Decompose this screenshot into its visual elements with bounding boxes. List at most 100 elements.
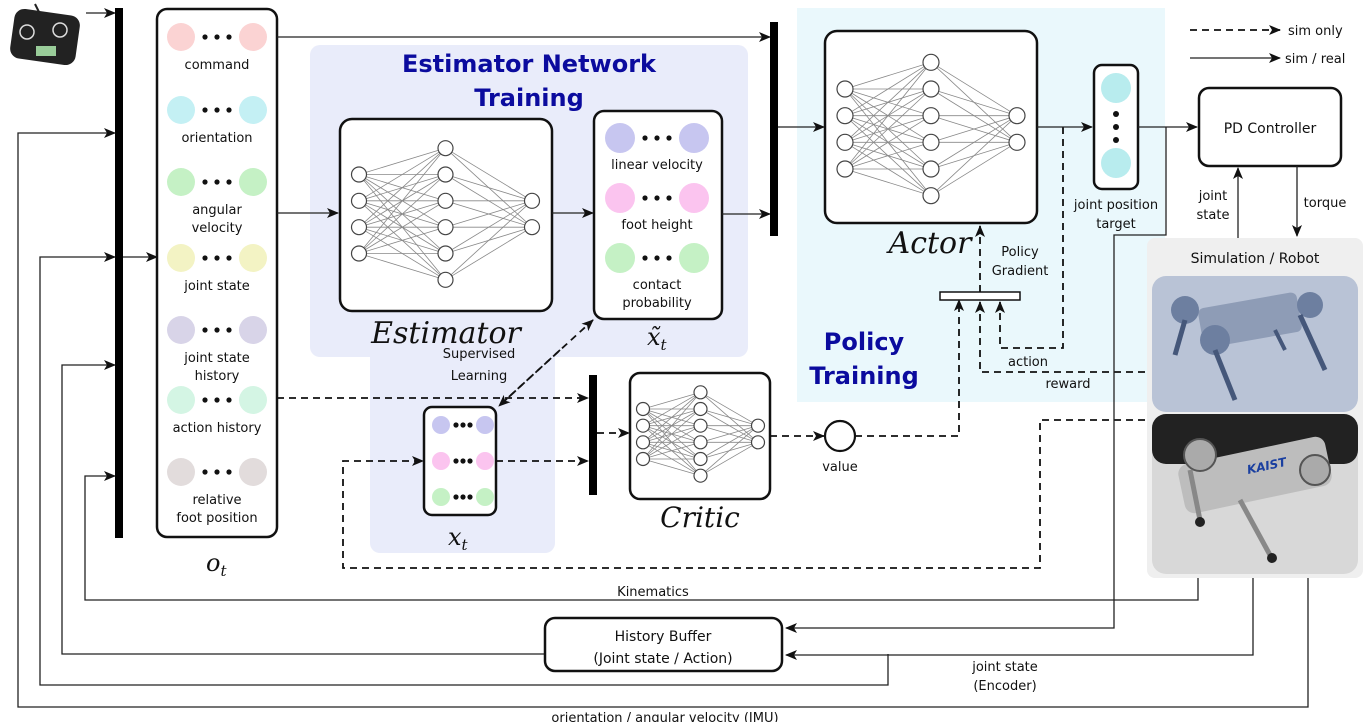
nn-edge	[642, 391, 701, 410]
policy-section-title-2: Training	[809, 362, 919, 390]
obs-1-node	[167, 96, 195, 124]
supervised-label-2: Learning	[451, 369, 507, 384]
nn-edge	[642, 441, 701, 460]
nn-edge	[844, 61, 932, 117]
robot-to-history-line	[785, 578, 1254, 660]
nn-edge	[844, 62, 932, 170]
nn-edge	[358, 226, 446, 254]
ellipsis-dot	[642, 195, 648, 201]
value-label: value	[822, 460, 858, 475]
ellipsis-dot	[202, 327, 208, 333]
legend-solid-label: sim / real	[1285, 52, 1345, 67]
value-node	[823, 419, 857, 453]
nn-node	[693, 468, 708, 483]
policy-gradient-label-1: Policy	[1001, 245, 1039, 260]
target-label-2: target	[1096, 217, 1136, 232]
obs-6-node	[167, 458, 195, 486]
nn-edge	[358, 253, 446, 281]
encoder-label-1: joint state	[971, 660, 1038, 675]
gt-1-node	[476, 452, 494, 470]
remote-controller-icon	[10, 3, 80, 66]
nn-node	[693, 385, 708, 400]
kinematics-label: Kinematics	[617, 585, 689, 600]
ellipsis-dot	[202, 255, 208, 261]
action-to-history-line	[785, 127, 1167, 633]
nn-node	[922, 133, 940, 151]
nn-edge	[844, 61, 932, 90]
ellipsis-dot	[226, 327, 232, 333]
obs-2-node	[167, 168, 195, 196]
ellipsis-dot	[214, 179, 220, 185]
ellipsis-dot	[214, 107, 220, 113]
encoder-label-2: (Encoder)	[973, 679, 1036, 694]
ellipsis-dot	[202, 397, 208, 403]
pd-controller-box	[1197, 86, 1343, 168]
nn-edge	[445, 200, 533, 281]
estimator-network-box	[338, 117, 554, 313]
ellipsis-dot	[214, 327, 220, 333]
ellipsis-dot	[642, 255, 648, 261]
nn-node	[1008, 107, 1026, 125]
supervised-label-1: Supervised	[443, 347, 515, 362]
nn-node	[523, 192, 541, 209]
torque-label: torque	[1304, 196, 1347, 211]
joint-state-label-1: joint	[1198, 189, 1228, 204]
nn-edge	[700, 408, 759, 427]
ellipsis-dot	[642, 135, 648, 141]
nn-edge	[642, 392, 701, 443]
reward-line	[975, 301, 1145, 373]
nn-edge	[358, 200, 446, 254]
gt-2-node	[432, 488, 450, 506]
ellipsis-dot	[666, 195, 672, 201]
ellipsis-dot	[460, 494, 466, 500]
ellipsis-dot	[226, 469, 232, 475]
nn-edge	[358, 174, 446, 254]
ellipsis-dot	[654, 195, 660, 201]
nn-node	[350, 245, 368, 262]
nn-node	[635, 451, 651, 467]
nn-node	[693, 451, 708, 467]
nn-edge	[358, 147, 446, 254]
history-buffer-box	[543, 616, 784, 673]
actor-network-graph	[836, 53, 1026, 205]
nn-node	[437, 140, 454, 157]
nn-edge	[445, 147, 533, 202]
nn-node	[693, 418, 708, 433]
nn-edge	[700, 391, 759, 427]
nn-edge	[930, 115, 1018, 170]
obs-6-node	[239, 458, 267, 486]
obs-label-3: joint state	[183, 279, 250, 294]
nn-edge	[445, 174, 533, 202]
nn-node	[635, 435, 651, 450]
ellipsis-dot	[214, 255, 220, 261]
nn-node	[922, 53, 940, 71]
critic-label: Critic	[660, 501, 740, 534]
nn-node	[350, 166, 368, 183]
nn-node	[350, 192, 368, 209]
ellipsis-dot	[226, 179, 232, 185]
ellipsis-dot	[666, 135, 672, 141]
nn-edge	[844, 141, 932, 170]
obs-4-node	[239, 316, 267, 344]
legend-dashed-label: sim only	[1288, 24, 1343, 39]
real-robot-photo: KAIST	[1152, 414, 1358, 574]
ellipsis-dot	[202, 469, 208, 475]
nn-edge	[700, 425, 759, 443]
ellipsis-dot	[467, 494, 473, 500]
nn-edge	[358, 147, 446, 175]
ellipsis-dot	[453, 458, 459, 464]
ellipsis-dot	[214, 34, 220, 40]
imu-line	[17, 128, 1309, 708]
critic-network-graph	[635, 385, 766, 483]
ellipsis-dot	[467, 458, 473, 464]
nn-edge	[445, 200, 533, 228]
est-out-0-node	[679, 123, 709, 153]
gradient-aggregator	[939, 291, 1021, 301]
nn-edge	[700, 425, 759, 476]
nn-node	[836, 80, 854, 98]
imu-label: orientation / angular velocity (IMU)	[551, 711, 778, 722]
